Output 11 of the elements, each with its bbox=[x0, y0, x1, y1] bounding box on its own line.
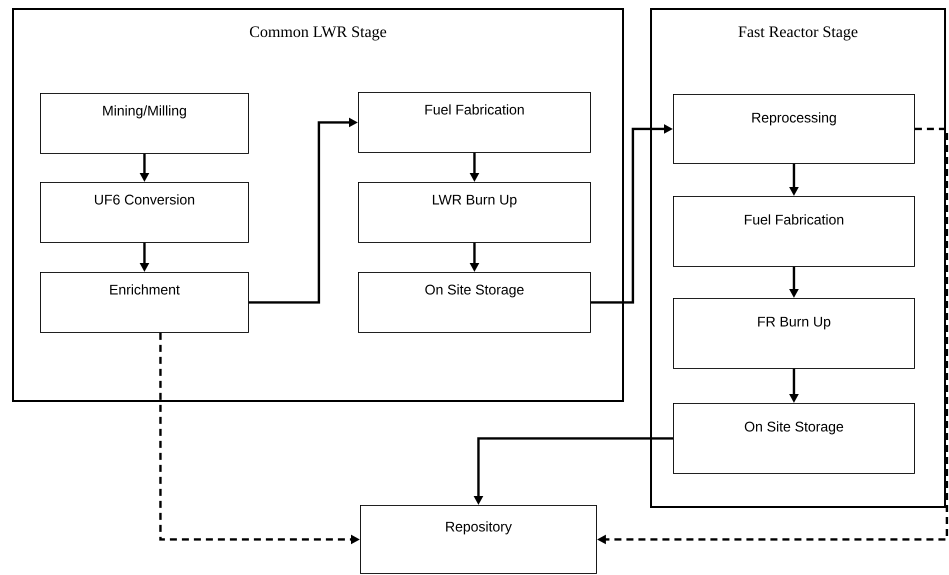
process-box: Fuel Fabrication bbox=[358, 92, 591, 153]
process-box: Reprocessing bbox=[673, 94, 915, 164]
process-box: LWR Burn Up bbox=[358, 182, 591, 243]
process-box: FR Burn Up bbox=[673, 298, 915, 369]
process-box: Mining/Milling bbox=[40, 93, 249, 154]
process-box: Repository bbox=[360, 505, 597, 574]
process-box: UF6 Conversion bbox=[40, 182, 249, 243]
process-box: On Site Storage bbox=[673, 403, 915, 474]
process-box: Enrichment bbox=[40, 272, 249, 333]
process-box: On Site Storage bbox=[358, 272, 591, 333]
process-box: Fuel Fabrication bbox=[673, 196, 915, 267]
